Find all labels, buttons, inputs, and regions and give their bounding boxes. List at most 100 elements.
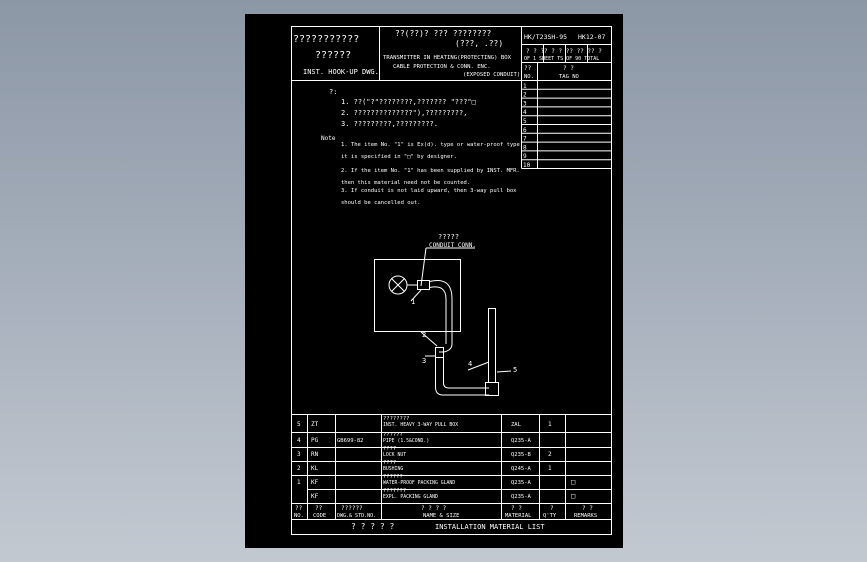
- material-row-material: Q235-A: [511, 494, 532, 500]
- material-row-name-cn: ????????: [383, 416, 410, 422]
- material-row-material: ZAL: [511, 422, 522, 428]
- material-row-remarks: □: [571, 478, 575, 486]
- drawing-sheet: ??????????? ?????? INST. HOOK-UP DWG. ??…: [245, 14, 623, 548]
- material-row-code: ZT: [311, 421, 319, 428]
- note-en-3: 3. If conduit is not laid upward, then 3…: [341, 188, 517, 194]
- material-row-remarks: □: [571, 492, 575, 500]
- header-material-cn: ? ?: [511, 505, 522, 512]
- material-row-name: EXPL. PACKING GLAND: [383, 494, 438, 500]
- note-en-1: 1. The item No. "1" is Ex(d). type or wa…: [341, 142, 523, 148]
- heating-box: [374, 259, 461, 332]
- material-row-name-cn: ??????: [383, 474, 403, 480]
- header-material: MATERIAL: [505, 513, 532, 519]
- company-subtitle: ??????: [315, 50, 351, 61]
- header-remarks-cn: ? ?: [582, 505, 593, 512]
- notes-label-en: Note: [321, 135, 336, 142]
- material-row-code: KF: [311, 479, 319, 486]
- tag-table-header-no: NO.: [524, 74, 534, 80]
- drawing-type: INST. HOOK-UP DWG.: [303, 68, 379, 76]
- tag-row-number: 4: [523, 109, 527, 116]
- material-list-title: INSTALLATION MATERIAL LIST: [435, 523, 545, 531]
- lock-nut: [435, 347, 444, 358]
- conduit-label-cn: ?????: [438, 233, 459, 241]
- material-row-no: 3: [297, 451, 301, 458]
- material-row-name-cn: ???????: [383, 488, 406, 494]
- packing-gland: [417, 280, 430, 290]
- tag-row-number: 8: [523, 144, 527, 151]
- callout-1: 1: [411, 298, 415, 306]
- pull-box: [485, 382, 499, 396]
- note-en-3b: should be cancelled out.: [341, 200, 420, 206]
- material-row-code: KF: [311, 493, 319, 500]
- material-row-qty: 1: [548, 421, 552, 428]
- material-row-code: KL: [311, 465, 319, 472]
- tag-row-number: 5: [523, 118, 527, 125]
- note-en-2b: then this material need not be counted.: [341, 180, 470, 186]
- material-row-no: 2: [297, 465, 301, 472]
- notes-label-cn: ?:: [329, 88, 337, 96]
- note-en-2: 2. If the item No. "1" has been supplied…: [341, 168, 520, 174]
- note-cn-3: 3. ?????????,?????????.: [341, 120, 438, 128]
- tag-row-number: 7: [523, 136, 527, 143]
- material-row-name-cn: ????: [383, 446, 396, 452]
- conduit-label-en: CONDUIT CONN.: [429, 242, 476, 249]
- material-row-no: 5: [297, 421, 301, 428]
- title-en-3: (EXPOSED CONDUIT): [463, 72, 520, 78]
- material-row-qty: 1: [548, 465, 552, 472]
- conduit-installation-drawing: [374, 247, 512, 396]
- header-no-cn: ??: [295, 505, 303, 512]
- drawing-number: HK/T23SH-95: [524, 33, 567, 41]
- drawing-canvas: ??????????? ?????? INST. HOOK-UP DWG. ??…: [291, 26, 612, 535]
- note-en-1b: it is specified in "□" by designer.: [341, 154, 457, 160]
- header-name: NAME & SIZE: [423, 513, 459, 519]
- header-code: CODE: [313, 513, 326, 519]
- tag-table-header-tag: TAG NO: [559, 74, 579, 80]
- material-row-name: WATER-PROOF PACKING GLAND: [383, 480, 455, 486]
- flexible-conduit: [429, 280, 453, 353]
- header-code-cn: ??: [315, 505, 323, 512]
- conduit-pipe: [435, 357, 489, 396]
- drawing-number-2: HK12-07: [578, 33, 605, 41]
- material-row-material: Q235-A: [511, 480, 532, 486]
- sheet-info-en: OF 1 SHEET TS OF 90 TOTAL: [524, 56, 599, 62]
- material-row-name-cn: ????: [383, 460, 396, 466]
- material-row-material: Q235-A: [511, 438, 532, 444]
- material-row-material: Q235-B: [511, 452, 532, 458]
- header-std-cn: ??????: [341, 505, 363, 512]
- material-row-name-cn: ??????: [383, 432, 403, 438]
- header-name-cn: ? ? ? ?: [421, 505, 447, 512]
- vertical-conduit: [488, 308, 496, 383]
- tag-row-number: 10: [523, 162, 531, 169]
- material-row-qty: 2: [548, 451, 552, 458]
- material-row-name: LOCK NUT: [383, 452, 406, 458]
- tag-row-number: 3: [523, 100, 527, 107]
- tag-row-number: 2: [523, 92, 527, 99]
- tag-row-number: 9: [523, 153, 527, 160]
- callout-3: 3: [422, 357, 426, 365]
- material-list-title-cn: ? ? ? ? ?: [351, 522, 395, 531]
- tag-row-number: 1: [523, 83, 527, 90]
- tag-table-header-tag-cn: ? ?: [563, 65, 574, 72]
- material-row-material: Q245-A: [511, 466, 532, 472]
- material-row-no: 1: [297, 479, 301, 486]
- header-qty-cn: ?: [550, 505, 554, 512]
- note-cn-2: 2. ??????????????"),?????????,: [341, 109, 467, 117]
- material-row-code: RN: [311, 451, 319, 458]
- material-row-name: PIPE (1.5&COND.): [383, 438, 429, 444]
- material-row-code: PG: [311, 437, 319, 444]
- tag-row-number: 6: [523, 127, 527, 134]
- inner-frame: [291, 26, 612, 535]
- callout-5: 5: [513, 366, 517, 374]
- title-en-2: CABLE PROTECTION & CONN. ENC.: [393, 64, 491, 70]
- material-row-std: GB699-82: [337, 438, 364, 444]
- material-row-name: BUSHING: [383, 466, 403, 472]
- header-qty: Q'TY: [543, 513, 557, 519]
- title-cn-2: (???, .??): [455, 39, 503, 48]
- callout-2: 2: [422, 331, 426, 339]
- callout-4: 4: [468, 360, 472, 368]
- company-name: ???????????: [293, 34, 359, 45]
- note-cn-1: 1. ??("?"????????,??????? "???"□: [341, 98, 476, 106]
- tag-table-header-no-cn: ??: [524, 65, 532, 72]
- title-cn: ??(??)? ??? ????????: [395, 29, 492, 38]
